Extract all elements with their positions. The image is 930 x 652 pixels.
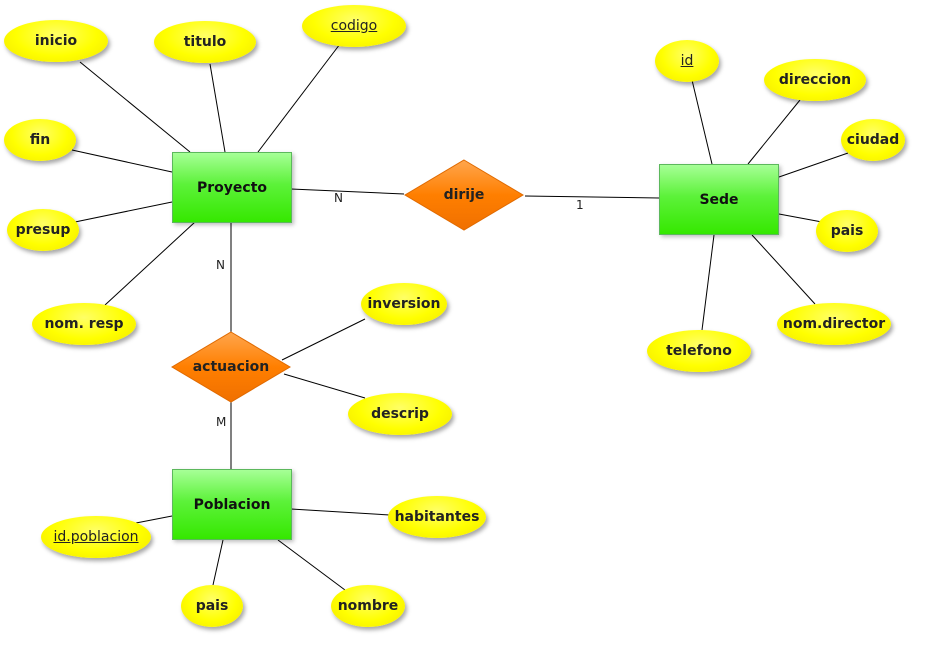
entity-proyecto[interactable]: Proyecto bbox=[172, 152, 292, 223]
attribute-label: nombre bbox=[337, 598, 399, 614]
attribute-inicio[interactable]: inicio bbox=[4, 20, 108, 62]
attribute-telefono[interactable]: telefono bbox=[647, 330, 751, 372]
link-nom-director bbox=[751, 234, 816, 305]
link-proyecto-dirije bbox=[290, 188, 405, 195]
link-pais-poblacion bbox=[212, 539, 224, 586]
attribute-nom-director[interactable]: nom.director bbox=[777, 303, 891, 345]
attribute-label: presup bbox=[15, 222, 71, 238]
attribute-label: direccion bbox=[778, 72, 852, 88]
relationship-label: dirije bbox=[443, 187, 485, 203]
attribute-fin[interactable]: fin bbox=[4, 119, 76, 161]
attribute-label: fin bbox=[29, 132, 51, 148]
link-inicio bbox=[79, 61, 191, 153]
link-id bbox=[691, 79, 713, 165]
attribute-ciudad[interactable]: ciudad bbox=[841, 119, 905, 161]
attribute-id-poblacion-key[interactable]: id.poblacion bbox=[41, 516, 151, 558]
attribute-nombre[interactable]: nombre bbox=[331, 585, 405, 627]
entity-poblacion[interactable]: Poblacion bbox=[172, 469, 292, 540]
link-habitantes bbox=[290, 508, 391, 516]
attribute-label: codigo bbox=[330, 18, 378, 34]
cardinality-poblacion-actuacion: M bbox=[216, 415, 227, 429]
cardinality-proyecto-actuacion: N bbox=[216, 258, 225, 272]
attribute-titulo[interactable]: titulo bbox=[154, 21, 256, 63]
diamond-shape bbox=[171, 331, 291, 403]
cardinality-sede-dirije: 1 bbox=[576, 198, 584, 212]
attribute-label: descrip bbox=[371, 406, 429, 422]
link-inversion bbox=[281, 318, 366, 361]
attribute-label: id bbox=[680, 53, 694, 69]
entity-label: Sede bbox=[699, 191, 739, 208]
attribute-label: inversion bbox=[367, 296, 441, 312]
entity-label: Poblacion bbox=[193, 496, 271, 513]
attribute-label: nom.director bbox=[782, 316, 886, 332]
attribute-label: titulo bbox=[183, 34, 227, 50]
entity-sede[interactable]: Sede bbox=[659, 164, 779, 235]
link-id-poblacion bbox=[135, 515, 173, 524]
attribute-codigo-key[interactable]: codigo bbox=[302, 5, 406, 47]
link-telefono bbox=[701, 234, 715, 331]
attribute-presup[interactable]: presup bbox=[7, 209, 79, 251]
attribute-label: pais bbox=[195, 598, 229, 614]
cardinality-proyecto-dirije: N bbox=[334, 191, 343, 205]
link-nombre bbox=[277, 539, 346, 591]
attribute-label: habitantes bbox=[394, 509, 480, 525]
attribute-direccion[interactable]: direccion bbox=[764, 59, 866, 101]
link-nom-resp bbox=[104, 221, 196, 306]
relationship-actuacion[interactable]: actuacion bbox=[171, 331, 291, 403]
attribute-id-key[interactable]: id bbox=[655, 40, 719, 82]
attribute-descrip[interactable]: descrip bbox=[348, 393, 452, 435]
attribute-label: telefono bbox=[666, 343, 732, 359]
link-titulo bbox=[209, 63, 226, 153]
attribute-nom-resp[interactable]: nom. resp bbox=[32, 303, 136, 345]
attribute-label: pais bbox=[830, 223, 864, 239]
attribute-inversion[interactable]: inversion bbox=[361, 283, 447, 325]
attribute-habitantes[interactable]: habitantes bbox=[388, 496, 486, 538]
link-direccion bbox=[747, 99, 801, 165]
link-descrip bbox=[283, 373, 366, 399]
attribute-pais-poblacion[interactable]: pais bbox=[181, 585, 243, 627]
relationship-label: actuacion bbox=[192, 359, 270, 375]
attribute-pais-sede[interactable]: pais bbox=[816, 210, 878, 252]
attribute-label: ciudad bbox=[846, 132, 900, 148]
entity-label: Proyecto bbox=[196, 179, 267, 196]
attribute-label: inicio bbox=[34, 33, 78, 49]
attribute-label: nom. resp bbox=[44, 316, 124, 332]
relationship-dirije[interactable]: dirije bbox=[404, 159, 524, 231]
link-presup bbox=[74, 201, 173, 223]
link-pais-sede bbox=[778, 213, 823, 223]
link-codigo bbox=[257, 43, 341, 153]
link-dirije-sede bbox=[524, 195, 660, 199]
link-fin bbox=[71, 149, 173, 173]
diamond-shape bbox=[404, 159, 524, 231]
link-ciudad bbox=[778, 152, 849, 178]
attribute-label: id.poblacion bbox=[53, 529, 139, 545]
